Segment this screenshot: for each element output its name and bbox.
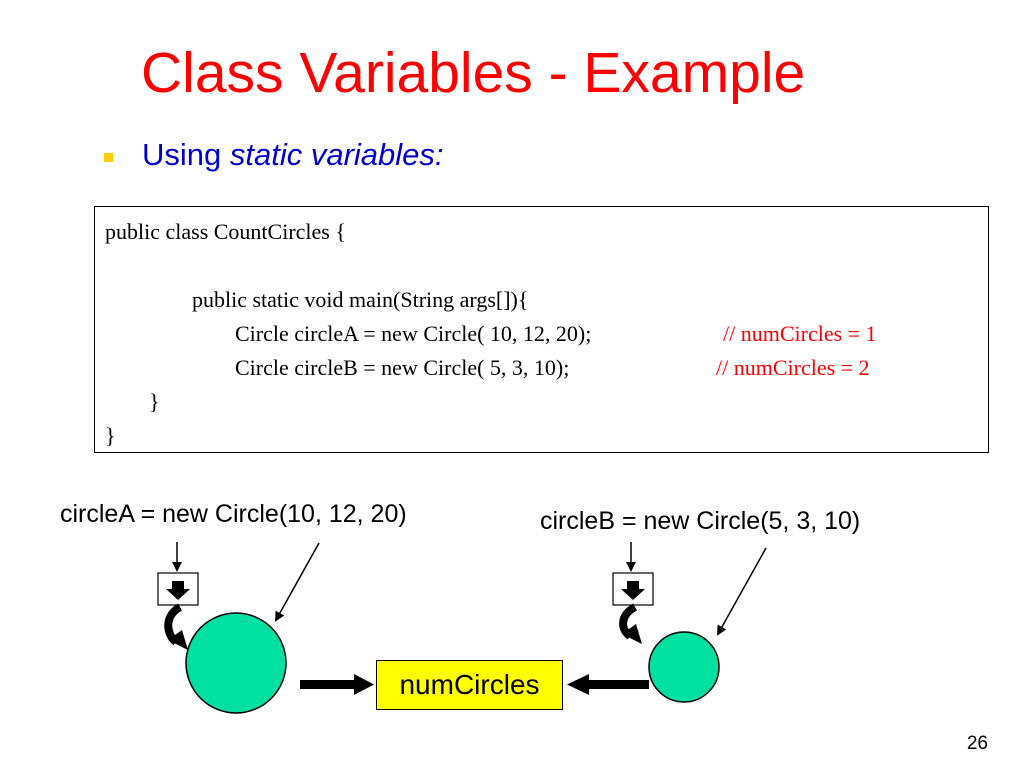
bullet-square-icon <box>104 152 113 162</box>
caption-circle-a: circleA = new Circle(10, 12, 20) <box>60 500 407 528</box>
bullet-item: Using static variables: <box>104 137 444 173</box>
numcircles-label: numCircles <box>399 669 540 700</box>
reference-box-b-icon <box>612 572 654 606</box>
code-line-circle-a: Circle circleA = new Circle( 10, 12, 20)… <box>235 321 592 346</box>
bullet-emphasis: static variables: <box>229 137 444 172</box>
caption-circle-b: circleB = new Circle(5, 3, 10) <box>540 507 861 535</box>
code-line-main: public static void main(String args[]){ <box>192 287 529 312</box>
code-comment-circle-a: // numCircles = 1 <box>723 321 877 346</box>
bullet-text: Using static variables: <box>142 137 444 173</box>
code-line-circle-b: Circle circleB = new Circle( 5, 3, 10); <box>235 355 570 380</box>
numcircles-box: numCircles <box>376 660 563 710</box>
reference-box-a-icon <box>157 572 199 606</box>
code-comment-circle-b: // numCircles = 2 <box>716 355 870 380</box>
page-number: 26 <box>966 733 988 754</box>
code-line-close-class: } <box>105 423 116 448</box>
circle-b-object <box>648 631 720 703</box>
slide-title: Class Variables - Example <box>141 41 806 105</box>
curved-arrow-a-icon <box>164 603 188 650</box>
caption-arrow-a <box>275 542 320 622</box>
code-box: public class CountCircles { public stati… <box>94 206 989 453</box>
code-line-close-main: } <box>149 389 160 414</box>
thick-arrow-a-to-numcircles <box>300 674 374 695</box>
caption-arrow-b <box>717 547 767 636</box>
bullet-prefix: Using <box>142 137 230 172</box>
curved-arrow-b-icon <box>619 603 642 644</box>
code-line-class: public class CountCircles { <box>105 219 346 244</box>
thick-arrow-b-to-numcircles <box>567 674 649 695</box>
circle-a-object <box>185 612 287 714</box>
